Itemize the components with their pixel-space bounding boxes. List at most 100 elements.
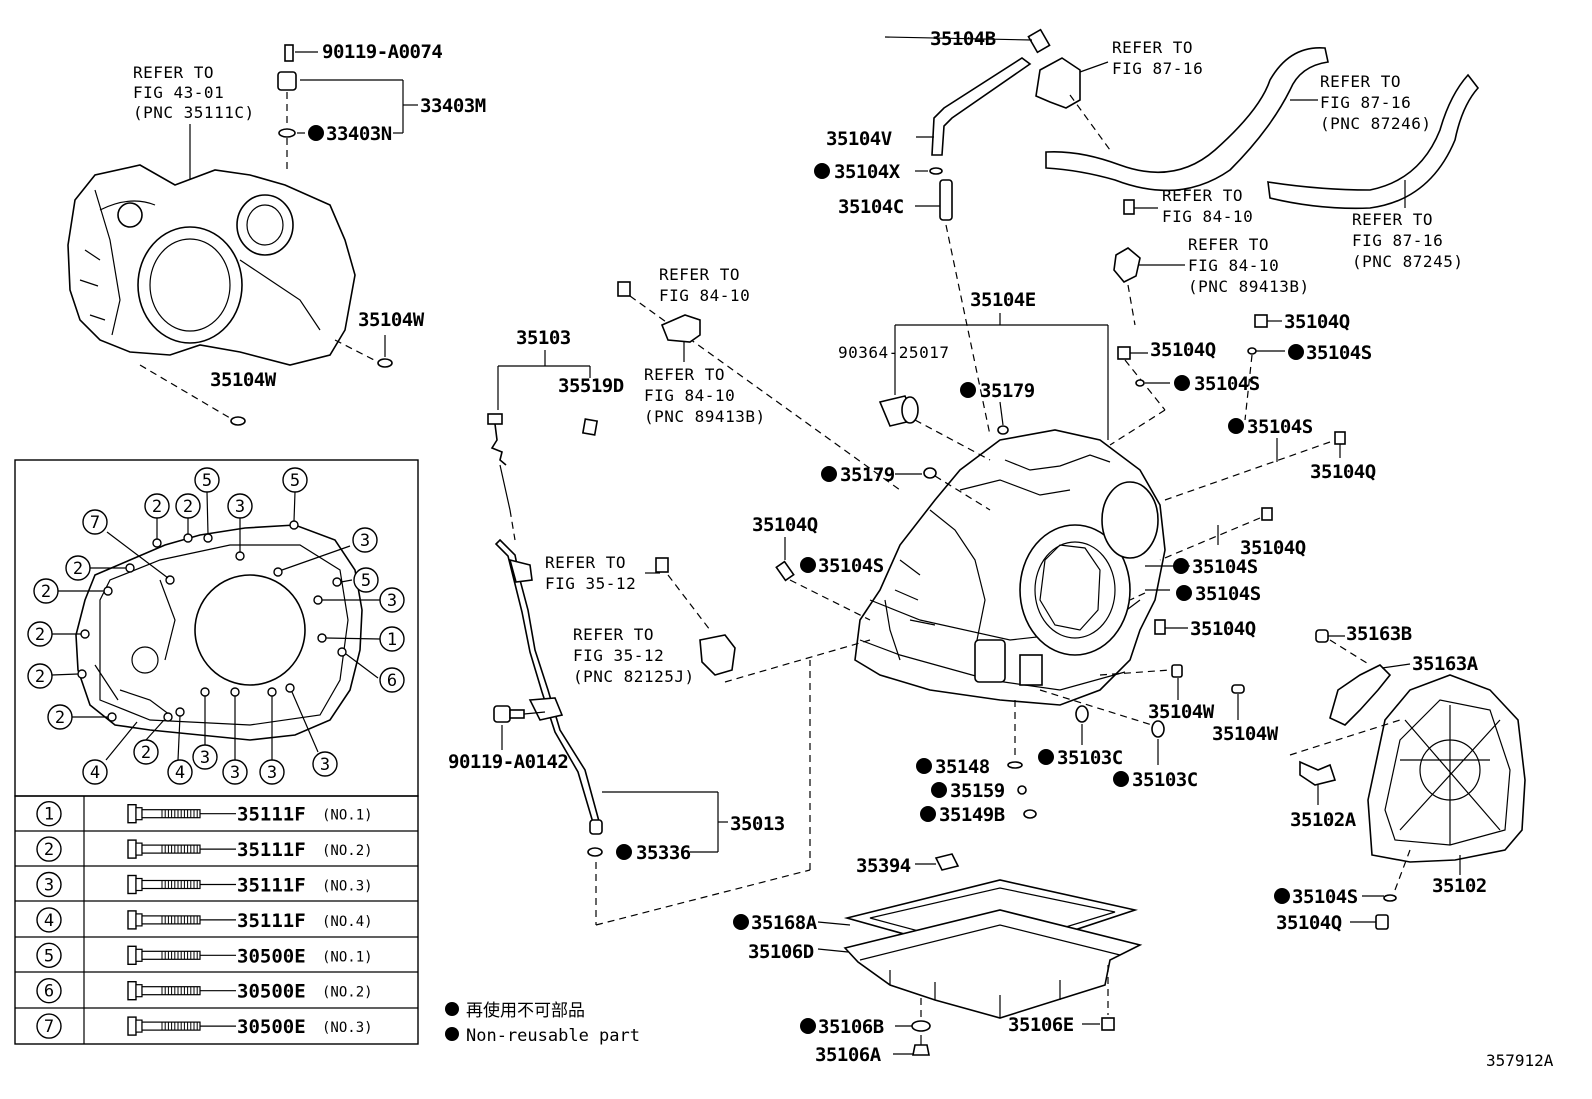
label-33403M: 33403M [420, 95, 486, 117]
bolt-part-number: 30500E [237, 945, 306, 967]
row-number-circle [36, 1013, 62, 1039]
label-35104S-b: 35104S [1194, 373, 1260, 395]
label-35104Q-a: 35104Q [752, 514, 818, 536]
label-35104W-c: 35104W [1148, 701, 1215, 723]
refer-note-9: REFER TO FIG 35-12 [545, 553, 711, 631]
non-reusable-dot [308, 125, 324, 141]
label-35168A: 35168A [751, 912, 818, 934]
bolt-flange [135, 877, 143, 892]
label-35149B: 35149B [939, 804, 1005, 826]
refer-note-1: REFER TO FIG 43-01 (PNC 35111C) [133, 63, 254, 180]
label-35104B: 35104B [930, 28, 996, 50]
refer-note-6: REFER TO FIG 84-10 (PNC 89413B) [1113, 235, 1310, 326]
legend-jp: 再使用不可部品 [466, 1000, 585, 1021]
svg-text:2: 2 [55, 708, 65, 728]
bolt-part-number: 35111F [237, 839, 306, 861]
label-35159: 35159 [950, 780, 1005, 802]
label-35104V: 35104V [826, 128, 892, 150]
refer-note-8: REFER TO FIG 84-10 (PNC 89413B) [644, 314, 765, 426]
label-90119-A0074: 90119-A0074 [322, 41, 442, 63]
plugs-under-body [1007, 689, 1165, 819]
label-35106D: 35106D [748, 941, 814, 963]
svg-text:3: 3 [267, 763, 277, 783]
refer-note-5: REFER TO FIG 87-16 (PNC 87245) [1352, 210, 1463, 271]
bolt-icon [127, 839, 137, 859]
bolt-part-number: 35111F [237, 910, 306, 932]
bolt-note: (NO.3) [322, 1020, 373, 1036]
diagram-id: 357912A [1486, 1051, 1554, 1070]
row-number: 5 [44, 946, 54, 966]
transaxle-main-body-illustration [854, 429, 1166, 706]
svg-text:FIG 87-16: FIG 87-16 [1320, 93, 1411, 112]
label-35104E-bracket [894, 313, 1109, 440]
svg-text:(PNC 87246): (PNC 87246) [1320, 114, 1431, 133]
svg-text:4: 4 [175, 763, 185, 783]
bolt-table [14, 795, 419, 1045]
transaxle-housing-illustration [67, 164, 356, 366]
label-35106B: 35106B [818, 1016, 884, 1038]
bolt-icon [127, 981, 137, 1001]
label-35013: 35013 [730, 813, 785, 835]
svg-text:2: 2 [35, 625, 45, 645]
label-35104X: 35104X [834, 161, 901, 183]
label-35102: 35102 [1432, 875, 1487, 897]
svg-text:FIG 35-12: FIG 35-12 [573, 646, 664, 665]
bolt-note: (NO.1) [322, 808, 373, 824]
label-35103C-b: 35103C [1132, 769, 1198, 791]
bolt-90119-A0142 [493, 705, 546, 750]
svg-text:3: 3 [200, 748, 210, 768]
legend: 再使用不可部品 Non-reusable part [445, 1000, 640, 1046]
label-90364-25017: 90364-25017 [838, 343, 949, 362]
bolt-flange [135, 948, 143, 962]
bolt-note: (NO.3) [322, 879, 373, 895]
label-35102A: 35102A [1290, 809, 1357, 831]
bolt-33403-assembly [277, 44, 418, 172]
svg-text:REFER TO: REFER TO [644, 365, 725, 384]
label-35104Q-f: 35104Q [1190, 618, 1256, 640]
bolt-icon [127, 804, 137, 824]
bolt-icon [127, 945, 137, 965]
svg-text:REFER TO: REFER TO [659, 265, 740, 284]
row-number-circle [36, 942, 62, 968]
row-number-circle [36, 801, 62, 827]
label-33403N: 33403N [326, 123, 392, 145]
label-90119-A0142: 90119-A0142 [448, 751, 568, 773]
oil-pan-assembly [817, 853, 1143, 1056]
svg-text:1: 1 [387, 630, 397, 650]
label-35106A: 35106A [815, 1044, 882, 1066]
svg-text:(PNC 89413B): (PNC 89413B) [1188, 277, 1310, 296]
svg-text:FIG 84-10: FIG 84-10 [1162, 207, 1253, 226]
svg-text:FIG 87-16: FIG 87-16 [1352, 231, 1443, 250]
label-35104S-f: 35104S [1195, 583, 1261, 605]
label-35519D: 35519D [558, 375, 624, 397]
svg-text:FIG 84-10: FIG 84-10 [659, 286, 750, 305]
label-35179-b: 35179 [840, 464, 895, 486]
svg-text:REFER TO: REFER TO [1320, 72, 1401, 91]
row-number-circle [36, 836, 62, 862]
label-35104Q-b: 35104Q [1150, 339, 1216, 361]
label-35104S-e: 35104S [1192, 556, 1258, 578]
label-35163A: 35163A [1412, 653, 1479, 675]
svg-text:5: 5 [361, 571, 371, 591]
svg-text:3: 3 [320, 755, 330, 775]
row-number: 6 [44, 982, 54, 1002]
bolt-flange [135, 984, 143, 998]
bolt-icon [127, 910, 137, 930]
refer-note-10: REFER TO FIG 35-12 (PNC 82125J) [573, 625, 871, 686]
bolt-flange [135, 842, 143, 856]
label-35104E: 35104E [970, 289, 1036, 311]
side-cover-35102 [1289, 629, 1526, 930]
label-35104Q-e: 35104Q [1240, 537, 1306, 559]
label-35148: 35148 [935, 756, 990, 778]
svg-text:5: 5 [290, 471, 300, 491]
label-35104W-b: 35104W [210, 369, 277, 391]
svg-text:4: 4 [90, 763, 100, 783]
row-number-circle [36, 978, 62, 1004]
label-35104C: 35104C [838, 196, 904, 218]
svg-text:2: 2 [73, 559, 83, 579]
